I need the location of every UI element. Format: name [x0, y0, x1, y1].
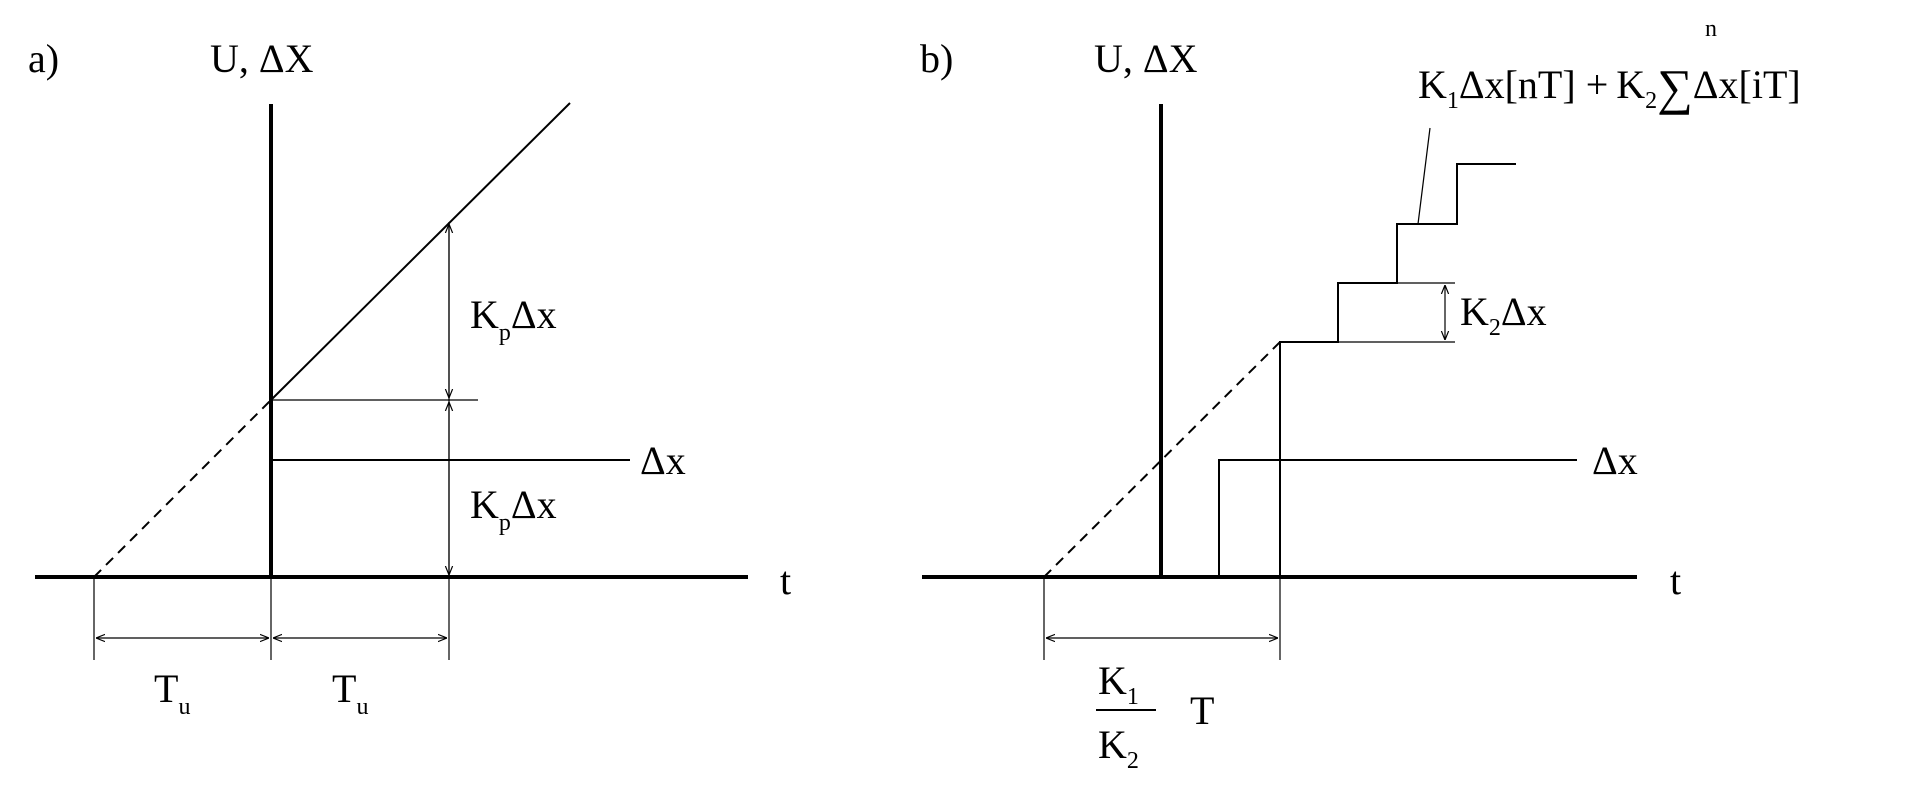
panel-b-fraction: K1 K2 T: [1096, 658, 1214, 774]
panel-a-y-axis-label: U, ΔX: [210, 36, 314, 81]
panel-b-y-axis-label: U, ΔX: [1094, 36, 1198, 81]
panel-a-kp-lower-label: KpΔx: [470, 482, 557, 536]
panel-b-formula-leader: [1417, 127, 1431, 225]
panel-b-k2dx-label: K2Δx: [1460, 289, 1547, 341]
panel-a-t-axis-label: t: [780, 558, 791, 603]
panel-b-dx-step: [1218, 459, 1577, 577]
panel-b-dx-label: Δx: [1592, 438, 1638, 483]
panel-a-dx-label: Δx: [640, 438, 686, 483]
panel-b-fraction-denominator: K2: [1098, 722, 1139, 774]
panel-b-t-axis-label: t: [1670, 558, 1681, 603]
panel-b-extrapolation-line: [1043, 341, 1281, 578]
panel-b-sigma-top: n: [1705, 16, 1717, 42]
panel-b-formula: K1Δx[nT] +K2∑Δx[iT]: [1418, 59, 1801, 115]
panel-b: b) U, ΔX t Δx K2Δx K1Δx[nT] +K2∑Δx[iT] n…: [920, 16, 1801, 774]
panel-a-tu-right-label: Tu: [332, 666, 368, 720]
panel-b-fraction-numerator: K1: [1098, 658, 1139, 710]
panel-b-label: b): [920, 36, 953, 81]
panel-a-ramp-line: [270, 102, 571, 401]
panel-b-fraction-t: T: [1190, 688, 1214, 733]
panel-a: a) U, ΔX t Δx KpΔx KpΔx Tu Tu: [28, 36, 791, 720]
panel-b-staircase-output: [1279, 163, 1516, 577]
panel-a-label: a): [28, 36, 59, 81]
panel-a-tu-left-label: Tu: [154, 666, 190, 720]
panel-a-kp-upper-label: KpΔx: [470, 292, 557, 346]
panel-a-extrapolation-line: [93, 399, 272, 578]
